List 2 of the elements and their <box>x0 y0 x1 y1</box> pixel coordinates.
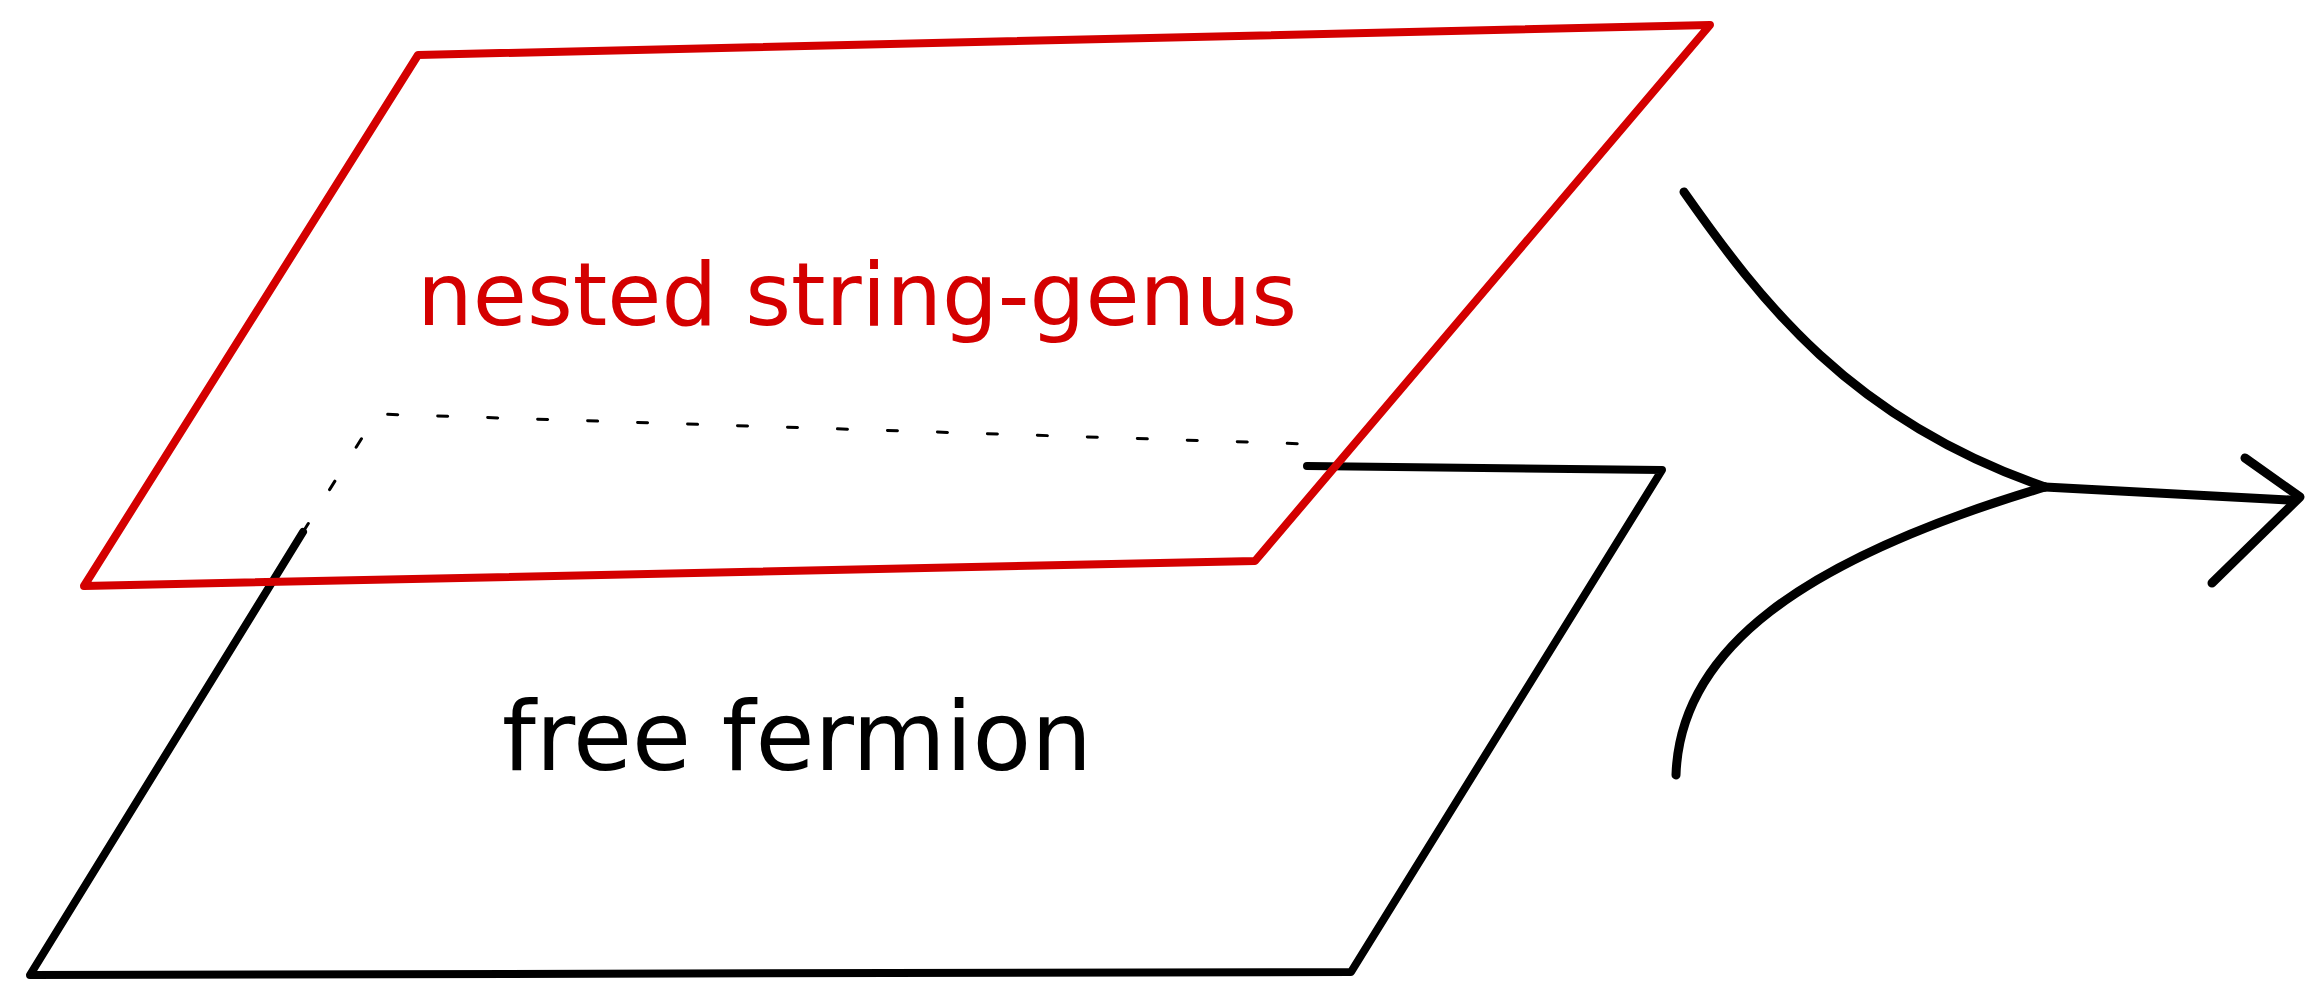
node-label: free fermion <box>501 685 1093 791</box>
node-label: nested string-genus <box>417 246 1297 344</box>
